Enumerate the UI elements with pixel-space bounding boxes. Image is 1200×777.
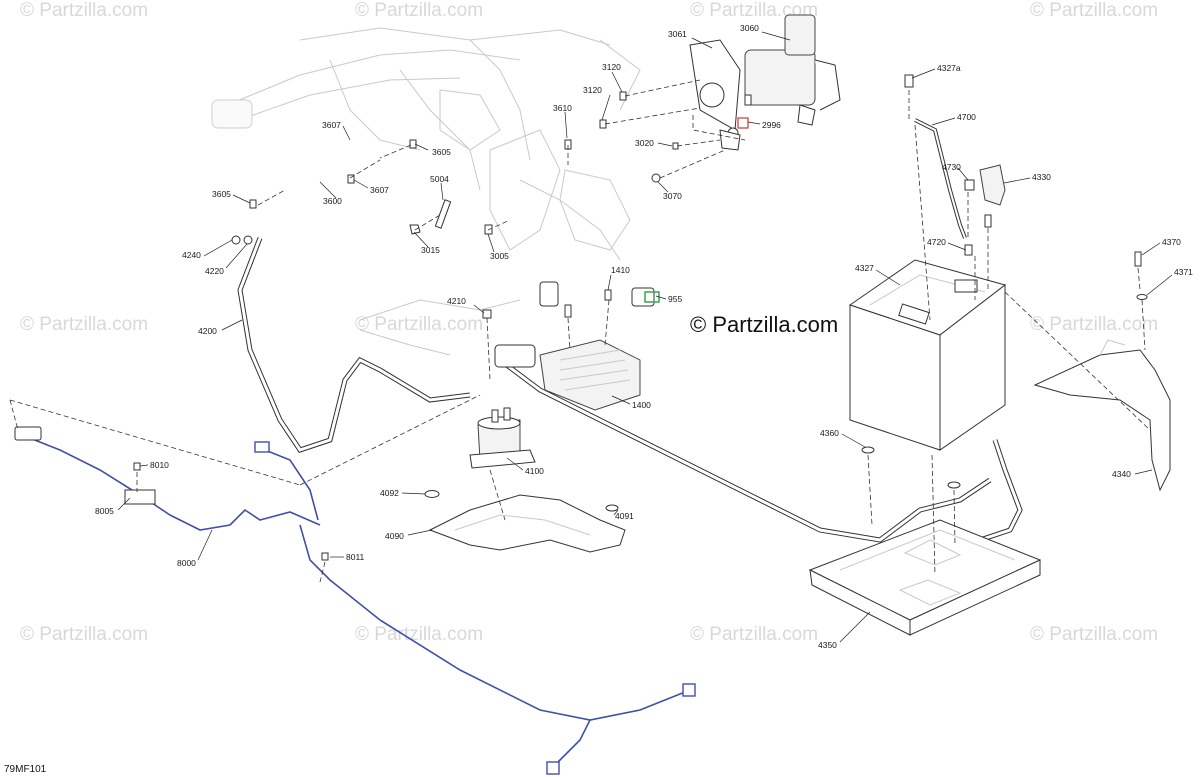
bracket-4340: [1033, 339, 1171, 492]
watermark-grid: © Partzilla.com © Partzilla.com © Partzi…: [20, 0, 1158, 645]
callout-3607: 3607: [322, 120, 341, 130]
callout-4350: 4350: [818, 640, 837, 650]
ground-cable-3600-inner: [279, 148, 379, 189]
callout-4720: 4720: [927, 237, 946, 247]
callout-4092: 4092: [380, 488, 399, 498]
watermark: © Partzilla.com: [20, 624, 148, 645]
callout-8000: 8000: [177, 558, 196, 568]
callout-3060: 3060: [740, 23, 759, 33]
callout-3120: 3120: [602, 62, 621, 72]
callout-4200: 4200: [198, 326, 217, 336]
callout-8011: 8011: [346, 552, 365, 562]
callout-3061: 3061: [668, 29, 687, 39]
battery-tray-4350: [808, 519, 1042, 636]
watermark: © Partzilla.com: [355, 314, 483, 335]
callout-labels: 3061 3060 3120 3120 3610 3020 2996 3070 …: [95, 23, 1193, 650]
callout-3020: 3020: [635, 138, 654, 148]
fasteners: [133, 74, 1148, 561]
leader-lines: [117, 31, 1173, 643]
callout-4240: 4240: [182, 250, 201, 260]
callout-4210: 4210: [447, 296, 466, 306]
connector-1410: [539, 281, 559, 307]
assembly-lines: [9, 79, 1151, 583]
callout-4370: 4370: [1162, 237, 1181, 247]
callout-5004: 5004: [430, 174, 449, 184]
callout-4360: 4360: [820, 428, 839, 438]
callout-8005: 8005: [95, 506, 114, 516]
callout-4340: 4340: [1112, 469, 1131, 479]
wire-harness-8000: [14, 426, 696, 775]
watermark: © Partzilla.com: [355, 624, 483, 645]
watermark: © Partzilla.com: [1030, 314, 1158, 335]
voltage-regulator-1400: [494, 339, 641, 411]
reference-code: 79MF101: [4, 764, 47, 775]
connector-955: [631, 287, 655, 307]
watermark: © Partzilla.com: [355, 0, 483, 21]
terminal-cap-4330: [979, 164, 1006, 206]
main-watermark: © Partzilla.com: [690, 312, 838, 337]
bracket-4090: [428, 494, 626, 553]
callout-4090: 4090: [385, 531, 404, 541]
callout-1410: 1410: [611, 265, 630, 275]
callout-4327a: 4327a: [937, 63, 961, 73]
callout-4327: 4327: [855, 263, 874, 273]
callout-3070: 3070: [663, 191, 682, 201]
watermark: © Partzilla.com: [1030, 624, 1158, 645]
starter-assembly: [689, 14, 841, 151]
callout-4730: 4730: [942, 162, 961, 172]
callout-3605: 3605: [212, 189, 231, 199]
callout-3605: 3605: [432, 147, 451, 157]
callout-3600: 3600: [323, 196, 342, 206]
callout-1400: 1400: [632, 400, 651, 410]
callout-2996: 2996: [762, 120, 781, 130]
callout-4091: 4091: [615, 511, 634, 521]
callout-4700: 4700: [957, 112, 976, 122]
callout-3607: 3607: [370, 185, 389, 195]
callout-4371: 4371: [1174, 267, 1193, 277]
watermark: © Partzilla.com: [20, 0, 148, 21]
callout-4330: 4330: [1032, 172, 1051, 182]
callout-3015: 3015: [421, 245, 440, 255]
watermark: © Partzilla.com: [1030, 0, 1158, 21]
cable-4200: [237, 237, 471, 453]
callout-3005: 3005: [490, 251, 509, 261]
battery-4327: [848, 259, 1007, 451]
callout-3120: 3120: [583, 85, 602, 95]
callout-4220: 4220: [205, 266, 224, 276]
frame-background: [211, 27, 641, 356]
solenoid-4100: [469, 407, 536, 469]
watermark: © Partzilla.com: [20, 314, 148, 335]
callout-3610: 3610: [553, 103, 572, 113]
callout-8010: 8010: [150, 460, 169, 470]
callout-4100: 4100: [525, 466, 544, 476]
watermark: © Partzilla.com: [690, 624, 818, 645]
cable-4700: [914, 118, 967, 239]
callout-955: 955: [668, 294, 682, 304]
